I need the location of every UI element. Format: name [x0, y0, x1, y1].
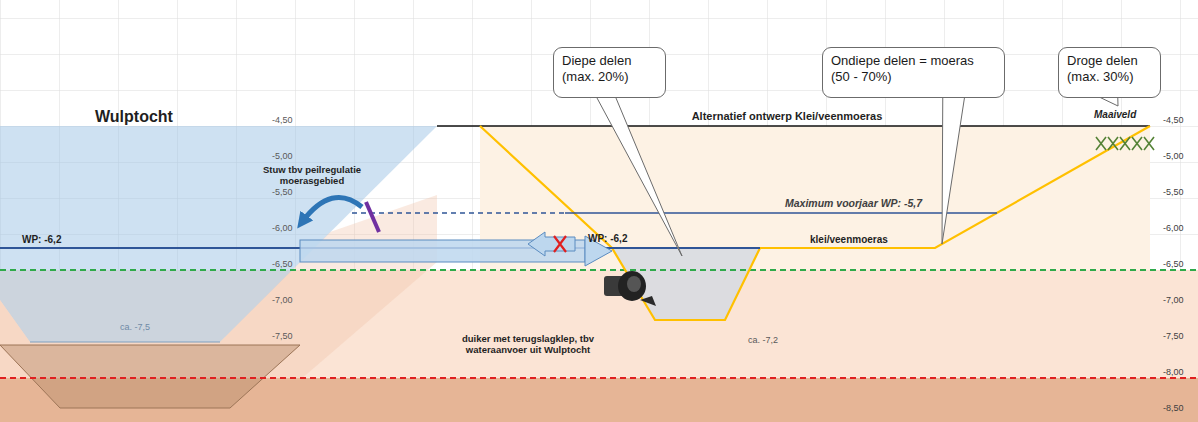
axis-value: -5,50 [272, 187, 293, 197]
weir-label: Stuw tbv peilregulatie moerasgebied [253, 165, 371, 187]
axis-value: -8,50 [1163, 403, 1184, 413]
callout-text: Diepe delen (max. 20%) [562, 53, 657, 86]
blocked-flow-arrow [528, 232, 575, 256]
axis-value: -6,50 [1163, 259, 1184, 269]
marsh-label: klei/veenmoeras [810, 234, 888, 246]
ground-level [437, 125, 1150, 127]
deep-part [612, 248, 760, 320]
callout-tail [942, 96, 965, 244]
flap-valve-icon [604, 271, 656, 306]
marsh-profile [480, 126, 1150, 320]
axis-value: -6,50 [272, 259, 293, 269]
depth-label: ca. -7,2 [748, 335, 778, 345]
axis-value: -5,00 [272, 151, 293, 161]
axis-value: -7,50 [1163, 331, 1184, 341]
axis-value: -7,00 [1163, 295, 1184, 305]
callout-text: Ondiepe delen = moeras (50 - 70%) [831, 53, 996, 86]
axis-value: -7,00 [272, 295, 293, 305]
axis-value: -6,00 [1163, 223, 1184, 233]
old-channel-profile [0, 345, 300, 408]
green-reference-line [0, 269, 1198, 271]
callout-tail [596, 96, 682, 256]
max-water-level-label: Maximum voorjaar WP: -5,7 [785, 197, 922, 209]
channel-title: Wulptocht [95, 108, 173, 126]
axis-value: -5,00 [1163, 151, 1184, 161]
axis-value: -4,50 [1163, 115, 1184, 125]
channel-bottom [30, 342, 220, 343]
callout-box: Ondiepe delen = moeras (50 - 70%) [822, 47, 1005, 98]
depth-label: ca. -7,5 [120, 322, 150, 332]
ground-level-label: Maaiveld [1094, 109, 1136, 121]
red-reference-line [0, 377, 1198, 379]
axis-value: -5,50 [1163, 187, 1184, 197]
weir [366, 202, 379, 232]
water-level-label: WP: -6,2 [22, 234, 61, 246]
culvert-label: duiker met terugslagklep, tbv wateraanvo… [453, 334, 603, 356]
design-title: Alternatief ontwerp Klei/veenmoeras [692, 110, 883, 123]
axis-value: -4,50 [272, 115, 293, 125]
max-water-level [565, 212, 997, 214]
water-level-label: WP: -6,2 [588, 233, 627, 245]
blocked-cross [554, 236, 566, 252]
weir-flow-arrow [302, 197, 362, 222]
dry-part-crosses [1096, 137, 1154, 150]
max-water-level-dashed [352, 212, 565, 214]
axis-value: -8,00 [1163, 367, 1184, 377]
callout-box: Droge delen (max. 30%) [1058, 47, 1161, 98]
axis-value: -6,00 [272, 223, 293, 233]
callout-box: Diepe delen (max. 20%) [553, 47, 666, 98]
axis-value: -7,50 [272, 331, 293, 341]
callout-text: Droge delen (max. 30%) [1067, 53, 1152, 86]
